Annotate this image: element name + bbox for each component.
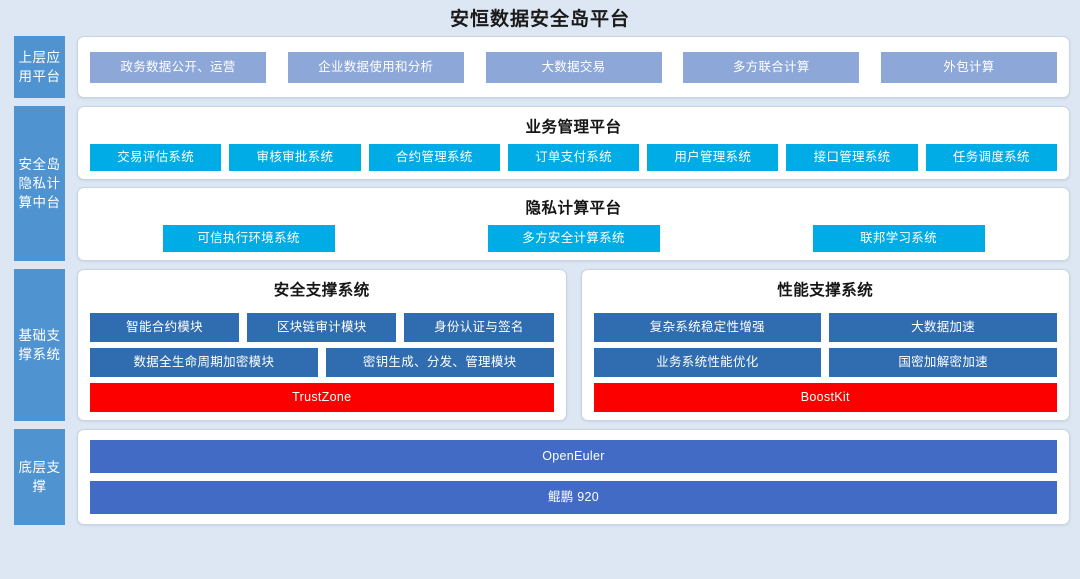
privacy-computing-title: 隐私计算平台 [525, 200, 622, 217]
layer-bottom-support: 底层支撑 OpenEuler 鲲鹏 920 [0, 429, 1080, 525]
layer-label-bottom-support: 底层支撑 [14, 429, 65, 525]
performance-chip-bigdata-acceleration[interactable]: 大数据加速 [829, 313, 1057, 342]
business-chip-row: 交易评估系统 审核审批系统 合约管理系统 订单支付系统 用户管理系统 接口管理系… [90, 144, 1057, 171]
layer-label-application: 上层应用平台 [14, 36, 65, 98]
privacy-computing-panel: 隐私计算平台 可信执行环境系统 多方安全计算系统 联邦学习系统 [77, 187, 1070, 261]
layer-application-platform: 上层应用平台 政务数据公开、运营 企业数据使用和分析 大数据交易 多方联合计算 … [0, 36, 1080, 98]
privacy-chip-tee[interactable]: 可信执行环境系统 [162, 225, 335, 252]
business-management-panel: 业务管理平台 交易评估系统 审核审批系统 合约管理系统 订单支付系统 用户管理系… [77, 106, 1070, 180]
business-chip-contract-management[interactable]: 合约管理系统 [368, 144, 500, 171]
security-chip-smart-contract[interactable]: 智能合约模块 [90, 313, 240, 342]
business-chip-order-payment[interactable]: 订单支付系统 [507, 144, 640, 171]
security-chip-blockchain-audit[interactable]: 区块链审计模块 [247, 313, 397, 342]
layer-base-support: 基础支撑系统 安全支撑系统 智能合约模块 区块链审计模块 身份认证与签名 数据全… [0, 269, 1080, 421]
page-title: 安恒数据安全岛平台 [449, 9, 630, 30]
security-chip-lifecycle-encryption[interactable]: 数据全生命周期加密模块 [90, 348, 318, 377]
app-chip-enterprise-data[interactable]: 企业数据使用和分析 [287, 51, 464, 83]
app-chip-multiparty-joint-compute[interactable]: 多方联合计算 [683, 51, 860, 83]
business-chip-user-management[interactable]: 用户管理系统 [647, 144, 779, 171]
bottom-chip-kunpeng-920[interactable]: 鲲鹏 920 [90, 481, 1057, 514]
performance-chip-stability-enhancement[interactable]: 复杂系统稳定性增强 [593, 313, 822, 342]
layer-body-bottom-support: OpenEuler 鲲鹏 920 [77, 429, 1070, 525]
layer-body-base-support: 安全支撑系统 智能合约模块 区块链审计模块 身份认证与签名 数据全生命周期加密模… [77, 269, 1070, 421]
application-panel: 政务数据公开、运营 企业数据使用和分析 大数据交易 多方联合计算 外包计算 [77, 36, 1070, 98]
app-chip-bigdata-trade[interactable]: 大数据交易 [485, 51, 662, 83]
business-management-title: 业务管理平台 [525, 119, 622, 136]
privacy-chip-federated-learning[interactable]: 联邦学习系统 [812, 225, 985, 252]
security-chip-identity-signature[interactable]: 身份认证与签名 [404, 313, 554, 342]
bottom-chip-openeuler[interactable]: OpenEuler [90, 440, 1057, 473]
application-chip-row: 政务数据公开、运营 企业数据使用和分析 大数据交易 多方联合计算 外包计算 [90, 51, 1057, 83]
security-chip-trustzone[interactable]: TrustZone [90, 383, 554, 412]
security-support-panel: 安全支撑系统 智能合约模块 区块链审计模块 身份认证与签名 数据全生命周期加密模… [77, 269, 567, 421]
performance-support-title: 性能支撑系统 [777, 282, 874, 299]
business-chip-trade-assessment[interactable]: 交易评估系统 [90, 144, 222, 171]
privacy-chip-row: 可信执行环境系统 多方安全计算系统 联邦学习系统 [90, 225, 1057, 252]
layer-body-application: 政务数据公开、运营 企业数据使用和分析 大数据交易 多方联合计算 外包计算 [77, 36, 1070, 98]
layer-body-privacy: 业务管理平台 交易评估系统 审核审批系统 合约管理系统 订单支付系统 用户管理系… [77, 106, 1070, 261]
business-chip-review-approval[interactable]: 审核审批系统 [229, 144, 361, 171]
business-chip-interface-management[interactable]: 接口管理系统 [786, 144, 918, 171]
performance-chip-row-3: BoostKit [593, 383, 1057, 412]
business-chip-task-scheduling[interactable]: 任务调度系统 [925, 144, 1057, 171]
layer-label-privacy: 安全岛隐私计算中台 [14, 106, 65, 261]
performance-chip-business-optimization[interactable]: 业务系统性能优化 [593, 348, 822, 377]
layer-privacy-midplatform: 安全岛隐私计算中台 业务管理平台 交易评估系统 审核审批系统 合约管理系统 订单… [0, 106, 1080, 261]
base-support-panels: 安全支撑系统 智能合约模块 区块链审计模块 身份认证与签名 数据全生命周期加密模… [77, 269, 1070, 421]
security-chip-row-1: 智能合约模块 区块链审计模块 身份认证与签名 [90, 313, 554, 342]
performance-chip-boostkit[interactable]: BoostKit [593, 383, 1057, 412]
performance-chip-row-1: 复杂系统稳定性增强 大数据加速 [593, 313, 1057, 342]
bottom-chip-row-1: OpenEuler [90, 440, 1057, 473]
bottom-chip-row-2: 鲲鹏 920 [90, 481, 1057, 514]
bottom-support-panel: OpenEuler 鲲鹏 920 [77, 429, 1070, 525]
performance-support-panel: 性能支撑系统 复杂系统稳定性增强 大数据加速 业务系统性能优化 国密加解密加速 … [580, 269, 1070, 421]
security-chip-row-3: TrustZone [90, 383, 554, 412]
security-support-title: 安全支撑系统 [273, 282, 370, 299]
performance-chip-sm-crypto-acceleration[interactable]: 国密加解密加速 [829, 348, 1057, 377]
performance-chip-row-2: 业务系统性能优化 国密加解密加速 [593, 348, 1057, 377]
app-chip-outsourced-compute[interactable]: 外包计算 [881, 51, 1057, 83]
app-chip-government-data[interactable]: 政务数据公开、运营 [90, 51, 266, 83]
security-chip-row-2: 数据全生命周期加密模块 密钥生成、分发、管理模块 [90, 348, 554, 377]
privacy-chip-mpc[interactable]: 多方安全计算系统 [487, 225, 660, 252]
layer-label-base-support: 基础支撑系统 [14, 269, 65, 421]
security-chip-key-management[interactable]: 密钥生成、分发、管理模块 [325, 348, 554, 377]
